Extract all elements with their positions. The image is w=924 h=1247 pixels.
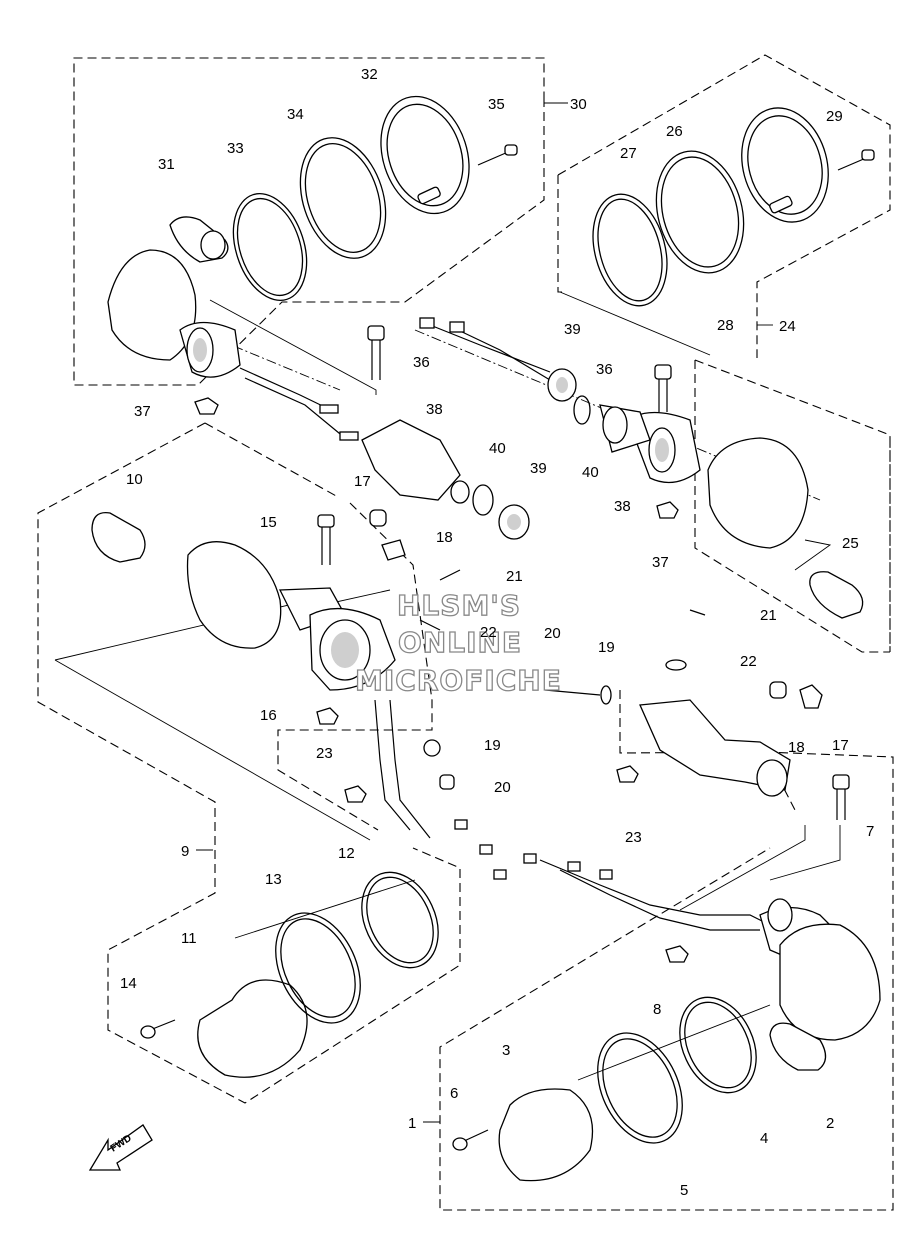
part-label-11: 11 [181,930,197,947]
center-brackets [344,569,850,931]
part-label-32: 32 [361,66,378,83]
part-label-18b: 18 [788,739,805,756]
part-label-38b: 38 [614,498,631,515]
upper-left-turn-signal-assembly [107,95,518,441]
part-label-23b: 23 [625,829,642,846]
part-label-7: 7 [866,823,874,840]
part-label-20a: 20 [494,779,511,796]
part-label-36b: 36 [596,361,613,378]
upper-right-turn-signal-assembly [592,107,875,619]
part-label-28: 28 [717,317,734,334]
part-label-40a: 40 [489,440,506,457]
part-label-5: 5 [680,1182,688,1199]
part-label-38a: 38 [426,401,443,418]
part-label-19b: 19 [598,639,615,656]
part-label-15: 15 [260,514,277,531]
part-label-33: 33 [227,140,244,157]
watermark-line-1: HLSM'S [397,589,521,622]
part-label-21a: 21 [506,568,523,585]
assembly-boundaries [37,54,894,1211]
part-label-14: 14 [120,975,137,992]
center-wiring-and-sockets [361,317,651,540]
part-label-1: 1 [408,1115,416,1132]
part-labels: 1 2 3 4 5 6 7 8 9 10 11 12 13 14 15 16 1… [120,66,874,1199]
part-label-6: 6 [450,1085,458,1102]
part-label-3: 3 [502,1042,510,1059]
part-label-36a: 36 [413,354,430,371]
part-label-20b: 20 [544,625,561,642]
part-label-22b: 22 [740,653,757,670]
part-label-21b: 21 [760,607,777,624]
part-label-30: 30 [570,96,587,113]
part-label-16: 16 [260,707,277,724]
part-label-18a: 18 [436,529,453,546]
part-label-13: 13 [265,871,282,888]
part-label-29: 29 [826,108,843,125]
lower-right-turn-signal-assembly [452,898,881,1182]
part-label-39a: 39 [564,321,581,338]
part-label-39b: 39 [530,460,547,477]
part-label-37a: 37 [134,403,151,420]
part-label-19a: 19 [484,737,501,754]
part-label-37b: 37 [652,554,669,571]
part-label-35: 35 [488,96,505,113]
part-label-8: 8 [653,1001,661,1018]
watermark-line-2: ONLINE [398,626,522,659]
part-label-27: 27 [620,145,637,162]
watermark: HLSM'S ONLINE MICROFICHE [354,588,562,697]
part-label-34: 34 [287,106,304,123]
watermark-line-3: MICROFICHE [355,664,562,697]
part-label-9: 9 [181,843,189,860]
lower-left-turn-signal-assembly [91,509,439,1078]
part-label-23a: 23 [316,745,333,762]
part-label-24: 24 [779,318,796,335]
part-label-17b: 17 [832,737,849,754]
part-label-2: 2 [826,1115,834,1132]
part-label-31: 31 [158,156,175,173]
part-label-12: 12 [338,845,355,862]
part-label-26: 26 [666,123,683,140]
part-label-17a: 17 [354,473,371,490]
forward-direction-arrow: FWD [88,1124,153,1171]
part-label-4: 4 [760,1130,768,1147]
part-label-40b: 40 [582,464,599,481]
part-label-10: 10 [126,471,143,488]
part-label-25: 25 [842,535,859,552]
part-label-22a: 22 [480,624,497,641]
